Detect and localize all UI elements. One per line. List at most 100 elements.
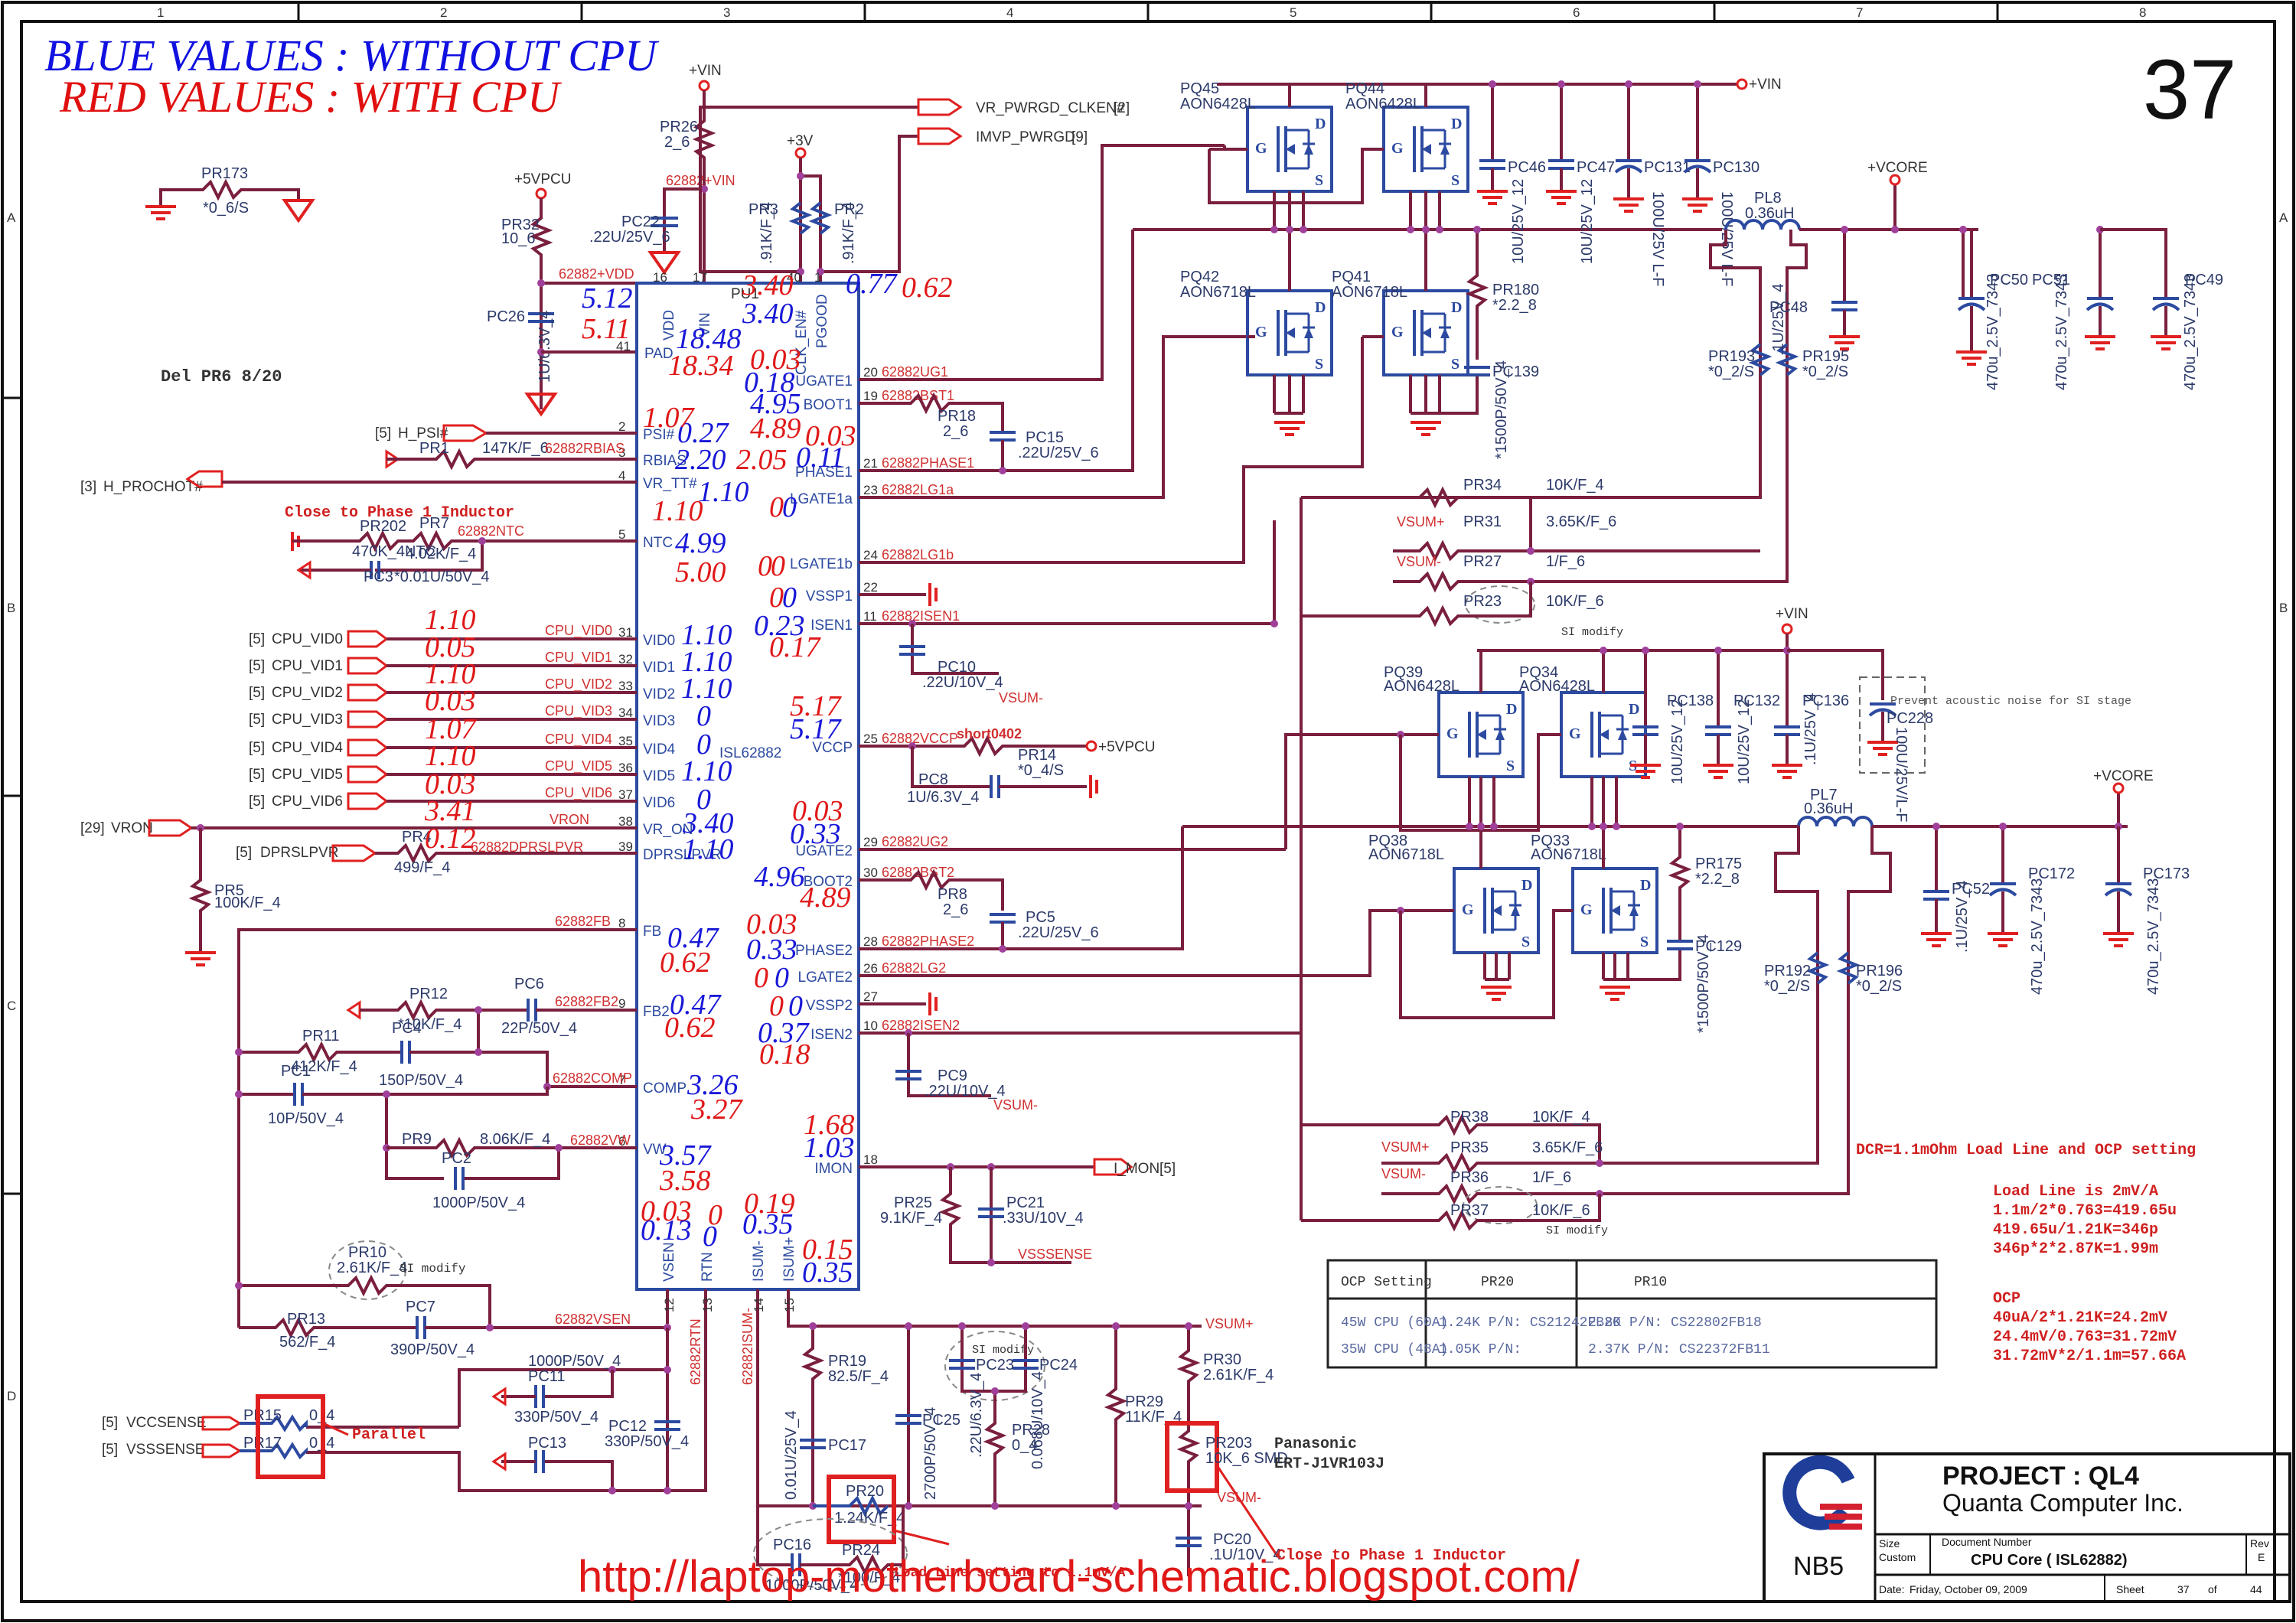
pr5-ref: PR5 (214, 882, 244, 899)
pq33-mosfet (1571, 867, 1658, 954)
pgood-red-value: 0.62 (902, 272, 953, 304)
rbias-red-value: 2.05 (736, 444, 788, 476)
legend-red: RED VALUES : WITH CPU (59, 72, 563, 122)
left-pin-number: 38 (618, 814, 633, 829)
pc21-value: .33U/10V_4 (1003, 1210, 1084, 1227)
pc4-value: 150P/50V_4 (379, 1072, 463, 1089)
left-pin-name: FB (643, 924, 661, 940)
pc50-value: 470u_2.5V_7343 (1985, 274, 2001, 390)
net-vsen: 62882VSEN (555, 1312, 631, 1327)
close-phase1-note-top: Close to Phase 1 Inductor (285, 504, 514, 522)
pc139-ref: PC139 (1492, 363, 1539, 380)
h-prochot-label: H_PROCHOT# (103, 479, 203, 495)
net-fb: 62882FB (555, 914, 611, 929)
vid-ref: [5] (249, 658, 265, 674)
pc52-ref: PC52 (1952, 881, 1990, 898)
right-pin-number: 10 (863, 1018, 878, 1033)
ugate1-red-value: 0.03 (750, 344, 801, 376)
ocp-header-pr20: PR20 (1481, 1275, 1514, 1290)
pr193-value: *0_2/S (1708, 363, 1754, 380)
pr2-value: .91K/F_4 (840, 202, 857, 264)
quanta-logo-icon (1782, 1455, 1862, 1530)
right-pin-name: LGATE1b (790, 556, 853, 572)
phase1-current-sense: PR34 10K/F_4 VSUM+ PR31 3.65K/F_6 VSUM- … (1301, 477, 1760, 639)
left-pin-name: VID2 (643, 686, 675, 702)
v5pcu-label-2: +5VPCU (1098, 739, 1155, 755)
left-pin-number: 33 (618, 679, 633, 693)
pc48-ref: PC48 (1769, 299, 1808, 316)
pc21-ref: PC21 (1006, 1194, 1045, 1211)
left-pin-name: VR_TT# (643, 476, 697, 492)
left-pin-name: VR_ON (643, 822, 693, 838)
pr29-ref: PR29 (1125, 1393, 1163, 1410)
pc132-value: 10U/25V_12 (1736, 699, 1753, 784)
pr192-ref: PR192 (1764, 963, 1811, 979)
pc25-ref: PC25 (922, 1412, 960, 1429)
isen1-blue-value: 0.23 (754, 610, 805, 642)
pq44-mosfet (1382, 106, 1469, 193)
vr-on-red-value: 3.41 (424, 795, 476, 827)
vron-network: [29] VRON PR5 100K/F_4 VRON [5] DPRSLPVR… (80, 812, 637, 966)
dprslpvr-blue-value: 1.10 (683, 833, 734, 865)
net-vsum-plus-pr31: VSUM+ (1397, 514, 1445, 530)
left-pin-number: 2 (618, 419, 625, 434)
phase2-driver-network: PR8 2_6 PC5 .22U/25V_6 PC9 .22U/10V_4 VS… (859, 834, 1371, 1266)
lgate2-blue-value: 0 (775, 962, 789, 994)
pq44-value: AON6428L (1345, 96, 1421, 112)
ntc-network: PR202 470K_4NTC PR7 4.02K/F_4 62882NTC P… (291, 515, 637, 585)
right-pin-name: VSSP1 (806, 588, 853, 605)
pc130-ref: PC130 (1713, 159, 1760, 176)
right-pin-name: PHASE2 (795, 943, 853, 959)
isum-minus-blue-value: 0.35 (742, 1208, 794, 1240)
pq39-value: AON6428L (1384, 678, 1459, 695)
prochot-connector: [3] H_PROCHOT# (80, 470, 637, 495)
pc52-value: .1U/25V_4 (1954, 880, 1971, 953)
load-line-2: 419.65u/1.21K=346p (1993, 1221, 2158, 1239)
pq39-ref: PQ39 (1384, 664, 1423, 681)
ugate2-red-value: 0.03 (792, 795, 843, 827)
pr10-ref: PR10 (348, 1244, 386, 1261)
parallel-highlight-box (256, 1394, 325, 1479)
pc173-value: 470u_2.5V_7343 (2145, 878, 2162, 995)
vid2-blue-value: 1.10 (681, 673, 732, 705)
calc-heading: DCR=1.1mOhm Load Line and OCP setting (1856, 1142, 2196, 1159)
right-pin-number: 28 (863, 934, 878, 949)
isen2-red-value: 0.18 (759, 1038, 810, 1071)
pc12-ref: PC12 (608, 1418, 647, 1435)
pr202-value: 470K_4NTC (352, 543, 436, 560)
pr195-ref: PR195 (1802, 348, 1849, 365)
ocp-row1-setting: 35W CPU (48A) (1341, 1342, 1448, 1357)
boot1-red-value: 4.89 (750, 412, 801, 445)
vccsense-ref: [5] (102, 1415, 118, 1431)
pr203-highlight-box (1165, 1421, 1219, 1493)
pr11-value: 412K/F_4 (291, 1058, 357, 1075)
pc129-ref: PC129 (1695, 938, 1742, 955)
watermark-url[interactable]: http://laptop-motherboard-schematic.blog… (578, 1552, 1580, 1602)
vccp-red-value: 5.17 (790, 690, 843, 722)
vsssense-label: VSSSENSE (126, 1442, 204, 1458)
left-pin-number: 7 (618, 1073, 625, 1087)
pc51-value: 470u_2.5V_7343 (2053, 274, 2070, 390)
ntc-red-value: 5.00 (675, 556, 726, 588)
right-pin-name: ISEN2 (810, 1027, 853, 1043)
right-pin-name: UGATE1 (795, 373, 853, 389)
pq45-ref: PQ45 (1180, 80, 1219, 97)
vid-name: CPU_VID5 (272, 767, 343, 783)
lgate1b-red-value: 0 (758, 550, 772, 582)
pr20-highlight-box (827, 1475, 896, 1544)
vid-name: CPU_VID4 (272, 740, 343, 756)
pq41-ref: PQ41 (1332, 269, 1371, 285)
pq45-value: AON6428L (1180, 96, 1256, 112)
rev-value: E (2258, 1551, 2265, 1563)
net-vsssense: VSSSENSE (1018, 1247, 1092, 1262)
left-pin-number: 31 (618, 625, 633, 640)
left-pin-name: VID3 (643, 713, 675, 729)
si-modify-note-pc23: SI modify (972, 1344, 1034, 1357)
lgate2-red-value: 0 (754, 962, 768, 994)
net-vsum-minus-pr27: VSUM- (1397, 554, 1441, 569)
border-col-3: 3 (723, 5, 730, 20)
pc6-value: 22P/50V_4 (501, 1020, 577, 1037)
vin-label-top: +VIN (689, 63, 722, 79)
